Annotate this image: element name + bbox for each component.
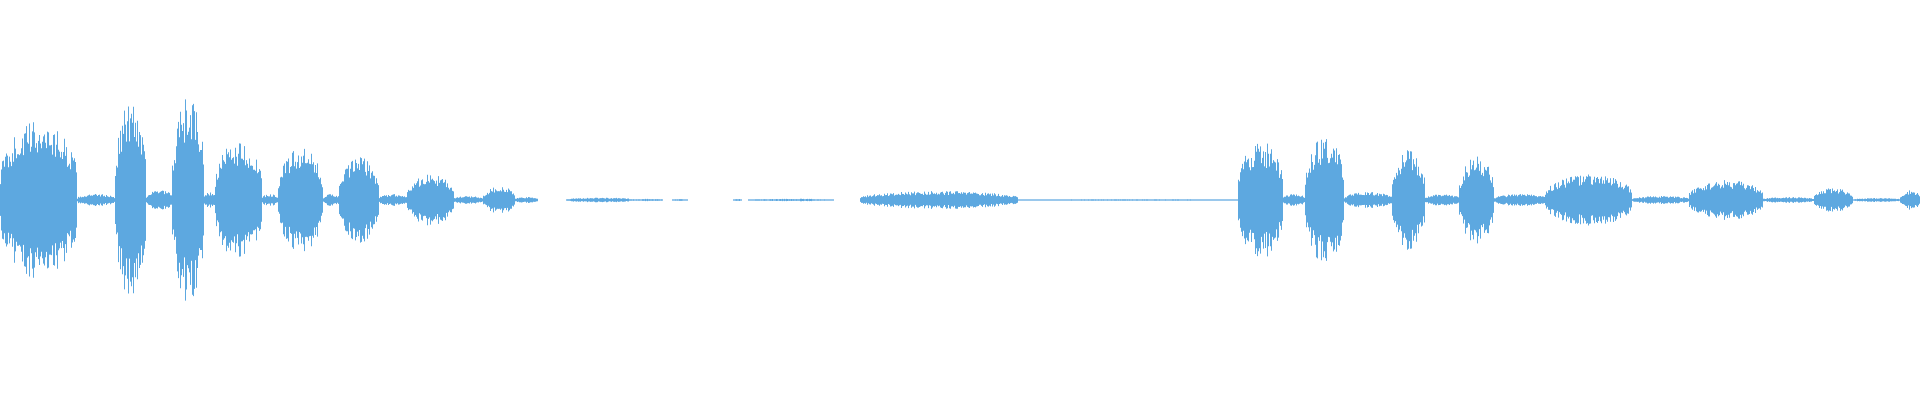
- waveform-segment: [1424, 194, 1460, 206]
- waveform-segment: [339, 157, 379, 243]
- waveform-amplitude-path: [1282, 194, 1306, 206]
- waveform-amplitude-path: [1344, 192, 1392, 208]
- waveform-amplitude-path: [1459, 156, 1494, 244]
- waveform-amplitude-path: [1017, 199, 1239, 201]
- waveform-amplitude-path: [483, 187, 515, 213]
- waveform-amplitude-path: [633, 198, 663, 202]
- waveform-amplitude-path: [0, 122, 77, 278]
- waveform-amplitude-path: [378, 194, 408, 206]
- waveform-segment: [378, 194, 408, 206]
- waveform-amplitude-path: [1424, 194, 1460, 206]
- waveform-segment: [203, 192, 216, 208]
- waveform-segment: [1762, 197, 1815, 203]
- waveform-amplitude-path: [1493, 194, 1546, 206]
- waveform-segment: [1689, 180, 1763, 220]
- waveform-amplitude-path: [1238, 143, 1283, 257]
- waveform-amplitude-path: [733, 199, 742, 201]
- waveform-amplitude-path: [1900, 190, 1920, 210]
- waveform-amplitude-path: [1689, 180, 1763, 220]
- waveform-segment: [322, 194, 340, 206]
- waveform-amplitude-path: [1852, 198, 1901, 202]
- waveform-amplitude-path: [407, 174, 454, 226]
- waveform-segment: [733, 199, 742, 201]
- waveform-segment: [514, 197, 538, 203]
- waveform-segment: [1017, 199, 1239, 201]
- waveform-segment: [1852, 198, 1901, 202]
- waveform-amplitude-path: [860, 191, 1018, 209]
- waveform-segment: [278, 148, 323, 252]
- waveform-segment: [860, 191, 1018, 209]
- waveform-segment: [1459, 156, 1494, 244]
- waveform-segment: [672, 199, 688, 201]
- waveform-segment: [215, 143, 262, 257]
- waveform-amplitude-path: [1545, 174, 1632, 226]
- waveform-segment: [115, 106, 146, 294]
- waveform-amplitude-path: [1392, 150, 1425, 250]
- waveform-amplitude-path: [76, 194, 116, 206]
- waveform-segment: [76, 194, 116, 206]
- waveform-amplitude-path: [1305, 139, 1344, 261]
- waveform-segment: [261, 194, 279, 206]
- waveform-segment: [483, 187, 515, 213]
- waveform-segment: [145, 190, 173, 210]
- waveform-segment: [1238, 143, 1283, 257]
- waveform-segment: [1392, 150, 1425, 250]
- waveform-amplitude-path: [115, 106, 146, 294]
- waveform-segment: [1900, 190, 1920, 210]
- waveform-amplitude-path: [566, 197, 634, 203]
- waveform-segment: [1305, 139, 1344, 261]
- waveform-amplitude-path: [514, 197, 538, 203]
- waveform-segment: [566, 197, 634, 203]
- waveform-amplitude-path: [672, 199, 688, 201]
- waveform-segment: [1545, 174, 1632, 226]
- waveform-amplitude-path: [203, 192, 216, 208]
- waveform-segment: [633, 198, 663, 202]
- waveform-segment: [172, 99, 204, 301]
- waveform-amplitude-path: [1632, 196, 1690, 204]
- waveform-amplitude-path: [1814, 188, 1853, 212]
- waveform-amplitude-path: [339, 157, 379, 243]
- waveform-segment: [1814, 188, 1853, 212]
- waveform-amplitude-path: [278, 148, 323, 252]
- waveform-amplitude-path: [322, 194, 340, 206]
- waveform-amplitude-path: [748, 198, 834, 202]
- waveform-segment: [1282, 194, 1306, 206]
- waveform-segment: [1632, 196, 1690, 204]
- waveform-segment: [1344, 192, 1392, 208]
- waveform-amplitude-path: [1762, 197, 1815, 203]
- waveform-segment: [407, 174, 454, 226]
- waveform-bars: [0, 99, 1920, 301]
- waveform-segment: [748, 198, 834, 202]
- waveform-amplitude-path: [172, 99, 204, 301]
- waveform-amplitude-path: [453, 196, 484, 204]
- waveform-segment: [0, 122, 77, 278]
- waveform-amplitude-path: [145, 190, 173, 210]
- waveform-segment: [1493, 194, 1546, 206]
- waveform-amplitude-path: [261, 194, 279, 206]
- waveform-segment: [453, 196, 484, 204]
- waveform-amplitude-path: [215, 143, 262, 257]
